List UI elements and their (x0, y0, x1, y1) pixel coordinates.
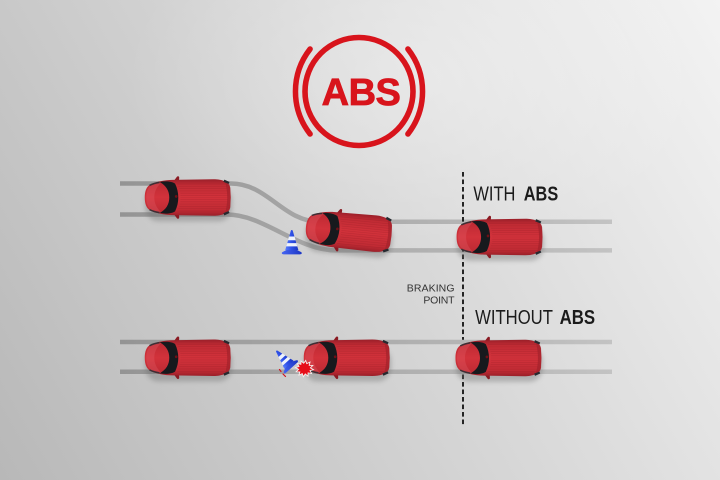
svg-text:BRAKING: BRAKING (407, 282, 455, 294)
svg-text:WITHOUT: WITHOUT (475, 307, 553, 329)
svg-text:WITH: WITH (473, 184, 515, 206)
svg-text:ABS: ABS (560, 307, 596, 329)
svg-text:ABS: ABS (322, 72, 401, 114)
svg-text:ABS: ABS (524, 184, 558, 206)
svg-text:POINT: POINT (423, 294, 455, 306)
